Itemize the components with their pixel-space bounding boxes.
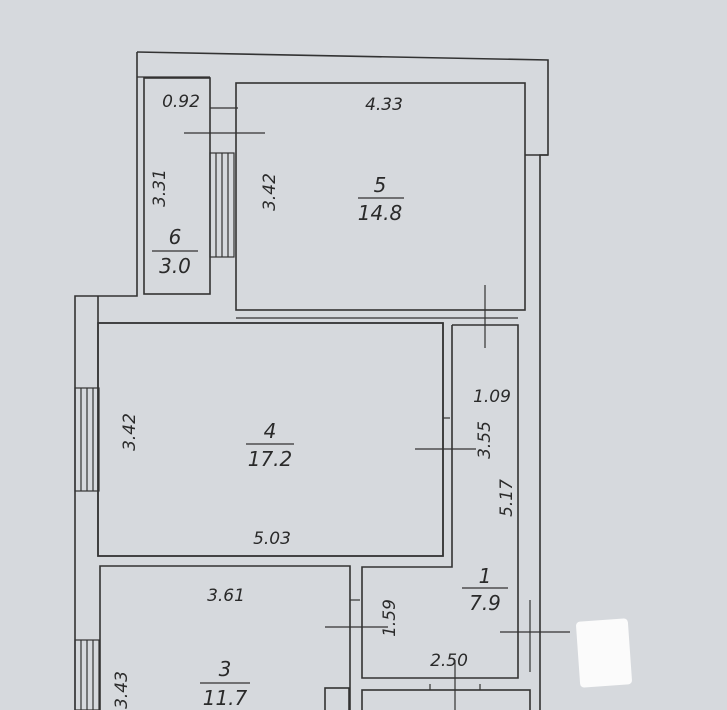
room-3-label: 3 11.7 <box>200 657 250 710</box>
room-5-walls <box>235 82 526 348</box>
dimension-0-92: 0.92 <box>162 92 200 112</box>
room-1-label: 1 7.9 <box>462 564 508 615</box>
dimension-5-17: 5.17 <box>497 479 517 517</box>
dimension-3-42-top: 3.42 <box>260 173 280 211</box>
room-5-label: 5 14.8 <box>358 173 404 225</box>
room-3-area: 11.7 <box>203 686 248 710</box>
dimension-3-31: 3.31 <box>150 169 170 207</box>
room-4-walls <box>74 296 476 557</box>
room-4-area: 17.2 <box>248 447 293 471</box>
room-1-number: 1 <box>479 564 492 588</box>
room-4-label: 4 17.2 <box>246 419 294 471</box>
room-1-walls <box>361 324 570 679</box>
room-6-area: 3.0 <box>159 254 191 278</box>
room-4-number: 4 <box>264 419 277 443</box>
room-1-area: 7.9 <box>469 591 501 615</box>
room-6-walls <box>143 77 265 295</box>
dimension-4-33: 4.33 <box>365 95 403 115</box>
dimension-3-42-mid: 3.42 <box>120 413 140 451</box>
bottom-rooms-walls <box>324 660 531 710</box>
dimension-5-03: 5.03 <box>253 529 291 549</box>
room-3-number: 3 <box>219 657 232 681</box>
dimension-3-43: 3.43 <box>112 671 132 709</box>
dimension-3-55: 3.55 <box>475 421 495 459</box>
room-5-number: 5 <box>374 173 387 197</box>
paper-glare <box>575 618 633 688</box>
room-5-area: 14.8 <box>358 201 403 225</box>
dimension-1-59: 1.59 <box>380 599 400 637</box>
room-6-label: 6 3.0 <box>152 225 198 278</box>
room-3-walls <box>74 565 388 710</box>
outer-walls <box>74 51 549 710</box>
dimension-2-50: 2.50 <box>430 651 468 671</box>
dimension-1-09: 1.09 <box>473 387 511 407</box>
room-6-number: 6 <box>169 225 182 249</box>
dimension-3-61: 3.61 <box>207 586 245 606</box>
